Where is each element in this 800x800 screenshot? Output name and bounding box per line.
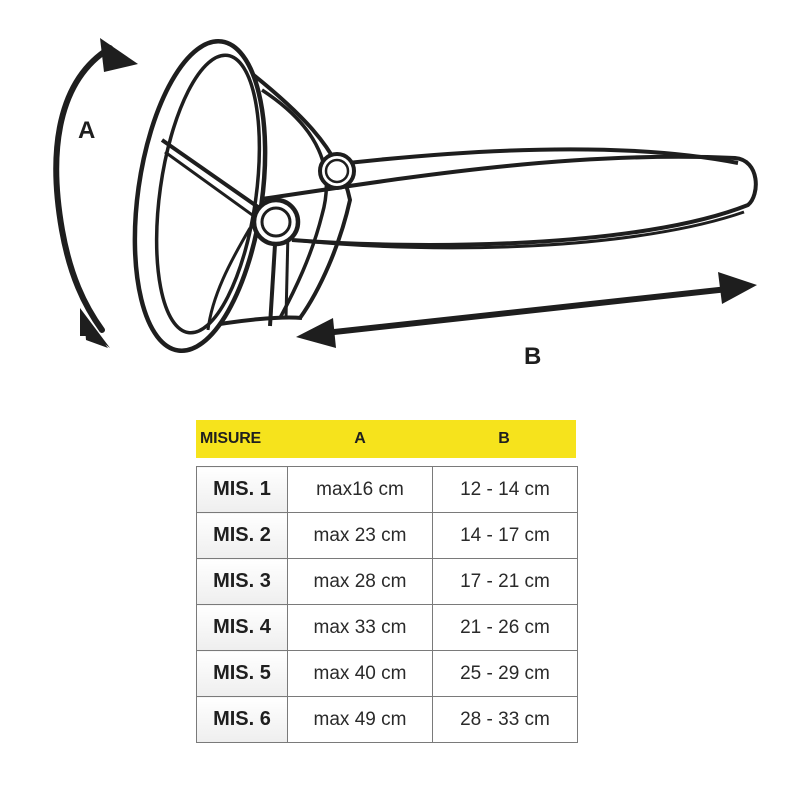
header-misure: MISURE — [200, 430, 262, 447]
dimension-a-label: A — [78, 117, 95, 144]
a-cell: max16 cm — [287, 466, 433, 513]
a-cell: max 23 cm — [287, 512, 433, 559]
dimension-b-label: B — [524, 343, 541, 370]
muzzle-diagram: A B — [53, 38, 758, 370]
table-row: MIS. 2 max 23 cm 14 - 17 cm — [196, 512, 578, 559]
size-cell: MIS. 3 — [196, 558, 288, 605]
size-cell: MIS. 2 — [196, 512, 288, 559]
size-cell: MIS. 6 — [196, 696, 288, 743]
size-cell: MIS. 1 — [196, 466, 288, 513]
header-a: A — [354, 430, 366, 447]
b-cell: 14 - 17 cm — [432, 512, 578, 559]
table-row: MIS. 3 max 28 cm 17 - 21 cm — [196, 558, 578, 605]
size-table-container: MISURE A B MIS. 1 max16 cm 12 - 14 cm MI… — [196, 420, 578, 743]
b-cell: 28 - 33 cm — [432, 696, 578, 743]
table-row: MIS. 4 max 33 cm 21 - 26 cm — [196, 604, 578, 651]
dimension-a-arrow — [53, 38, 138, 348]
size-table-header: MISURE A B — [196, 420, 576, 458]
muzzle-illustration — [132, 39, 758, 353]
table-row: MIS. 5 max 40 cm 25 - 29 cm — [196, 650, 578, 697]
a-cell: max 49 cm — [287, 696, 433, 743]
b-cell: 12 - 14 cm — [432, 466, 578, 513]
dimension-b-arrow — [296, 272, 757, 348]
a-cell: max 28 cm — [287, 558, 433, 605]
b-cell: 21 - 26 cm — [432, 604, 578, 651]
a-cell: max 33 cm — [287, 604, 433, 651]
size-cell: MIS. 5 — [196, 650, 288, 697]
size-cell: MIS. 4 — [196, 604, 288, 651]
b-cell: 17 - 21 cm — [432, 558, 578, 605]
a-cell: max 40 cm — [287, 650, 433, 697]
b-cell: 25 - 29 cm — [432, 650, 578, 697]
size-table: MIS. 1 max16 cm 12 - 14 cm MIS. 2 max 23… — [196, 466, 578, 743]
table-row: MIS. 1 max16 cm 12 - 14 cm — [196, 466, 578, 513]
table-row: MIS. 6 max 49 cm 28 - 33 cm — [196, 696, 578, 743]
header-b: B — [498, 430, 510, 447]
